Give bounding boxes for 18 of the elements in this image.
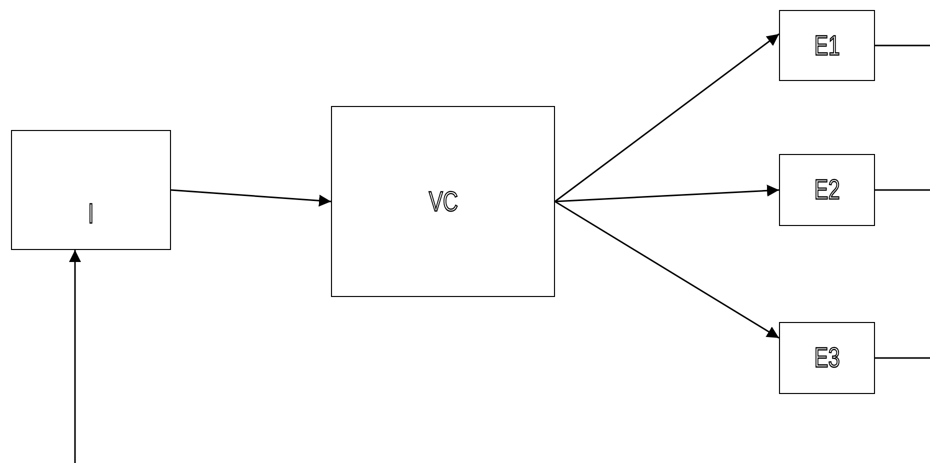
arrow bbox=[170, 189, 332, 207]
process-box bbox=[779, 322, 875, 394]
arrow bbox=[554, 33, 780, 202]
box-label: E1 bbox=[814, 30, 840, 62]
line bbox=[875, 44, 930, 46]
process-box bbox=[11, 130, 171, 250]
process-box bbox=[331, 106, 555, 297]
arrow bbox=[554, 200, 780, 339]
process-box bbox=[779, 10, 875, 81]
line bbox=[875, 357, 930, 359]
box-label: I bbox=[88, 198, 94, 230]
arrow bbox=[69, 250, 81, 463]
arrow bbox=[554, 184, 780, 202]
box-label: E2 bbox=[814, 174, 840, 206]
line bbox=[875, 189, 930, 191]
box-label: E3 bbox=[814, 342, 840, 374]
process-box bbox=[779, 154, 875, 226]
box-label: VC bbox=[428, 186, 458, 218]
